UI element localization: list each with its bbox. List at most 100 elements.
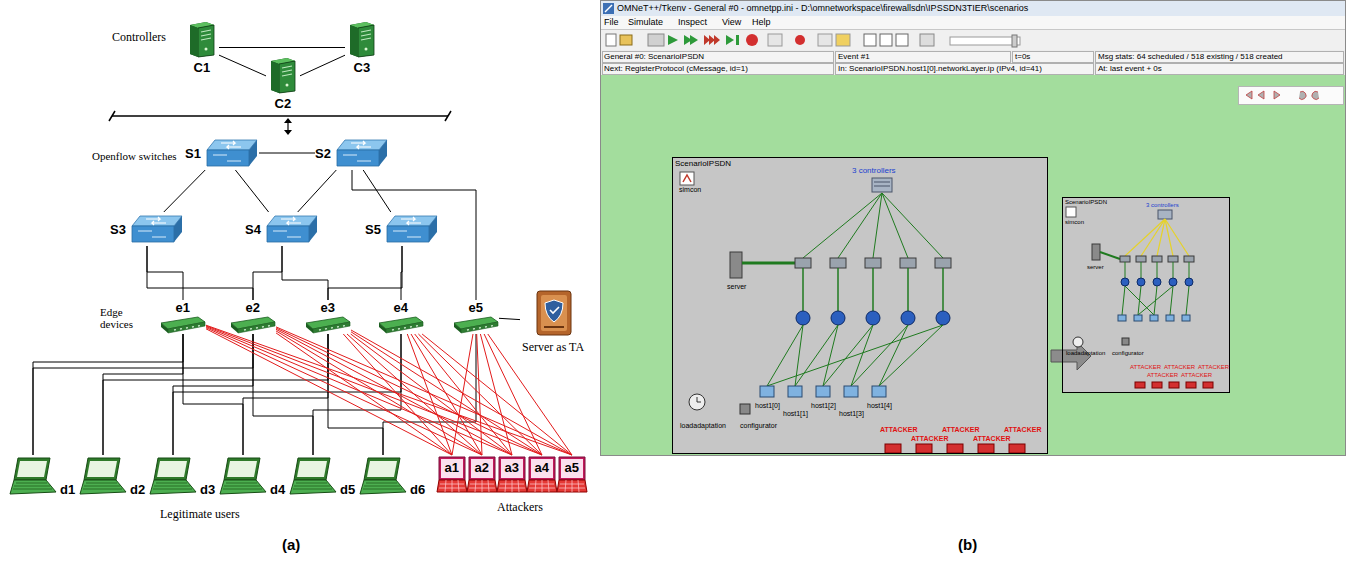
edge-icon xyxy=(305,316,351,334)
omnet-left-network xyxy=(873,193,882,258)
canvas-ground xyxy=(601,75,1345,455)
network-link xyxy=(147,246,183,300)
sw-icon xyxy=(267,226,309,242)
status-text: In: ScenarioIPSDN.host1[0].networkLayer.… xyxy=(838,64,1042,73)
user-laptop: d2 xyxy=(78,455,148,497)
omnet-right-network xyxy=(1184,256,1194,262)
user-icon xyxy=(150,480,196,494)
simulator-window xyxy=(601,16,1345,29)
att-icon xyxy=(437,480,467,492)
user-icon xyxy=(153,483,192,489)
controller-node: C2 xyxy=(266,56,300,111)
ctrl-icon xyxy=(187,20,217,58)
edge-icon xyxy=(160,316,206,334)
omnet-right-network xyxy=(1125,262,1126,278)
edge-icon xyxy=(392,326,418,330)
edge-icon xyxy=(454,323,461,333)
network-link xyxy=(33,334,253,455)
omnet-left-network xyxy=(831,311,845,325)
network-link xyxy=(282,246,328,300)
sw-icon xyxy=(132,216,182,226)
omnet-left-network xyxy=(916,444,932,453)
omnet-left-network xyxy=(802,268,804,311)
omnet-right-network xyxy=(1121,278,1193,286)
omnet-left-network xyxy=(683,175,691,182)
omnet-right-network xyxy=(1092,244,1100,260)
canvas-ground xyxy=(1051,342,1091,370)
edge-icon xyxy=(238,322,275,333)
user-icon xyxy=(154,458,190,480)
omnet-left-network xyxy=(879,325,908,386)
network-link xyxy=(219,55,266,76)
user-icon xyxy=(78,456,128,496)
omnet-left-network xyxy=(767,325,943,386)
att-icon xyxy=(561,459,583,478)
network-link xyxy=(147,246,253,300)
ctrl-icon xyxy=(190,25,198,57)
omnet-right-network xyxy=(1186,382,1196,388)
node-label: S4 xyxy=(245,222,261,237)
status-bar xyxy=(603,64,834,75)
controller-node: C1 xyxy=(185,20,219,75)
canvas-ground xyxy=(1239,87,1344,105)
omnet-right-network xyxy=(1136,256,1146,262)
node-label: d6 xyxy=(410,482,425,497)
status-bar xyxy=(1013,52,1094,63)
omnet-right-network xyxy=(1100,252,1120,259)
menu-item: View xyxy=(722,17,741,27)
user-icon xyxy=(218,456,268,496)
user-laptop: d5 xyxy=(288,455,358,497)
canvas-ground xyxy=(1062,197,1230,393)
server-node: Server as TA xyxy=(520,288,587,355)
toolbar-icons xyxy=(768,34,782,46)
simulator-window xyxy=(605,5,612,12)
omnet-left-network xyxy=(901,311,915,325)
server-icon xyxy=(550,307,559,313)
omnet-left-network xyxy=(740,404,750,414)
server-icon xyxy=(534,288,574,338)
edge-icon xyxy=(378,316,424,334)
omnet-left-network xyxy=(837,268,839,311)
omnet-left-network xyxy=(936,311,950,325)
omnet-right-network xyxy=(1169,278,1177,286)
user-icon xyxy=(290,480,336,494)
sw-icon xyxy=(265,214,319,244)
attacker-label: ATTACKER xyxy=(911,435,948,442)
attacker-laptop: a3 xyxy=(496,455,528,495)
omnet-right-network xyxy=(1170,286,1173,315)
ctrl-icon xyxy=(190,22,214,57)
user-icon xyxy=(364,458,400,480)
openflow-switch: S4 xyxy=(245,212,319,246)
module-label: simcon xyxy=(1065,219,1084,225)
attacker-laptop: a2 xyxy=(466,455,498,495)
att-icon xyxy=(471,459,493,478)
omnet-left-network xyxy=(866,311,880,325)
sw-icon xyxy=(309,216,317,242)
edge-icon xyxy=(174,326,200,330)
node-label: C2 xyxy=(275,96,292,111)
node-label: e4 xyxy=(394,300,408,315)
toolbar-icons xyxy=(1012,35,1017,47)
status-bar xyxy=(1096,64,1344,75)
att-icon xyxy=(467,480,497,492)
omnet-right-network xyxy=(1134,315,1142,321)
user-icon xyxy=(8,456,58,496)
omnet-right-network xyxy=(1182,315,1190,321)
omnet-right-network xyxy=(1138,286,1173,315)
edge-icon xyxy=(161,323,168,333)
edge-icon xyxy=(467,326,493,330)
controller-node: C3 xyxy=(345,20,379,75)
node-label: d1 xyxy=(60,482,75,497)
toolbar-icons xyxy=(896,34,908,46)
attack-link xyxy=(276,329,512,455)
tier-label: Edge devices xyxy=(100,306,152,330)
toolbar-icons xyxy=(920,34,934,46)
omnet-left-network xyxy=(872,268,874,311)
sw-icon xyxy=(337,140,387,150)
user-icon xyxy=(80,480,126,494)
controller-bus xyxy=(109,111,115,121)
user-icon xyxy=(297,461,327,477)
toolbar-icons xyxy=(684,35,698,45)
network-link xyxy=(243,334,328,455)
